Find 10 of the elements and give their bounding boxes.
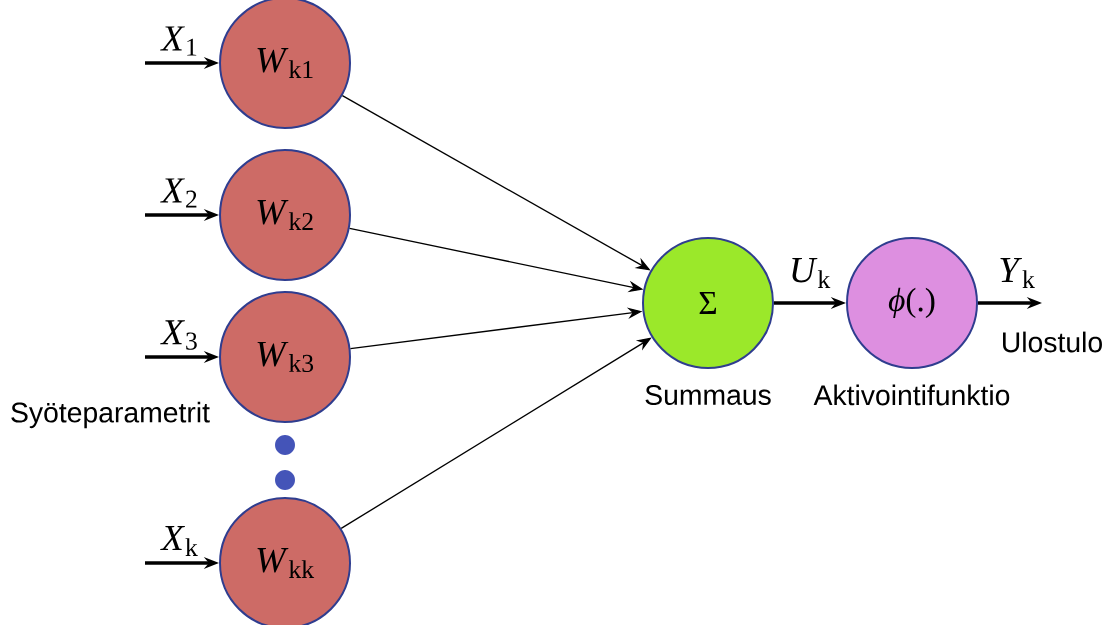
edge-label: X$_{1}$ <box>159 24 201 58</box>
edge-label: X$_{3}$ <box>159 318 201 352</box>
text-label: Ulostulo <box>1003 331 1102 353</box>
edge-label: X$_{k}$ <box>159 524 201 558</box>
edge-label: U$_{k}$ <box>787 256 833 290</box>
text-label: Syöteparametrit <box>11 401 210 429</box>
node-caption: Aktivointifunktio <box>813 384 1010 406</box>
edge-label: X$_{2}$ <box>159 176 201 210</box>
node-caption: Summaus <box>645 384 771 406</box>
edge-label: Y$_{k}$ <box>996 256 1038 290</box>
